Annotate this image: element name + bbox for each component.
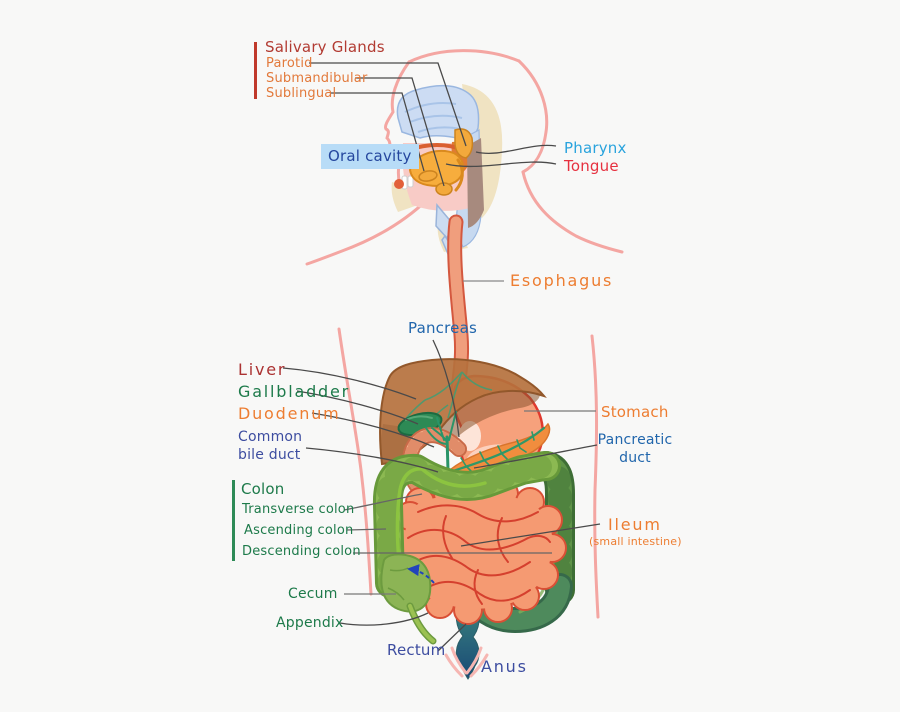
label-parotid: Parotid	[266, 56, 313, 71]
label-pharynx: Pharynx	[564, 139, 627, 157]
label-common-bile-duct: Common bile duct	[238, 429, 303, 463]
intestine-coil-lines	[407, 504, 551, 605]
label-gallbladder: Gallbladder	[238, 382, 351, 401]
label-esophagus: Esophagus	[510, 271, 614, 290]
label-transverse-colon: Transverse colon	[242, 502, 355, 517]
colon-frame-shape	[372, 451, 561, 606]
label-liver: Liver	[238, 360, 287, 379]
leader-lines	[282, 62, 601, 652]
appendix-line	[339, 612, 429, 626]
label-appendix: Appendix	[276, 615, 344, 631]
pharynx-shape	[467, 138, 484, 228]
transverse-colon-line	[343, 493, 423, 511]
common-bile-duct-line	[305, 447, 439, 473]
gallbladder-line	[296, 390, 419, 425]
liver-line	[282, 367, 417, 400]
label-pancreas: Pancreas	[408, 319, 477, 337]
label-anus: Anus	[481, 657, 528, 676]
cecum-shape	[380, 553, 437, 645]
label-small-intestine-note: (small intestine)	[589, 535, 682, 548]
label-ascending-colon: Ascending colon	[244, 523, 354, 538]
pancreas-shape	[442, 422, 551, 479]
ascending-colon-line	[346, 528, 387, 531]
label-rectum: Rectum	[387, 641, 446, 659]
parotid-line	[309, 62, 467, 147]
label-salivary-glands: Salivary Glands	[265, 38, 385, 56]
label-ileum: Ileum	[608, 515, 662, 534]
flow-arrow	[407, 564, 435, 584]
label-stomach: Stomach	[601, 403, 669, 421]
label-descending-colon: Descending colon	[242, 544, 361, 559]
duodenum-line	[311, 412, 435, 448]
submandibular-line	[355, 77, 445, 187]
label-tongue: Tongue	[564, 157, 619, 175]
appendix-shape	[406, 602, 437, 645]
label-duodenum: Duodenum	[238, 404, 341, 423]
label-oral-cavity: Oral cavity	[321, 144, 419, 169]
label-pancreatic-duct: Pancreatic duct	[597, 432, 673, 466]
pancreas-line	[432, 339, 460, 438]
pancreatic-duct-line	[473, 444, 598, 469]
label-submandibular: Submandibular	[266, 71, 368, 86]
pharynx-line	[475, 144, 557, 154]
ileum-line	[460, 523, 601, 547]
body-outline	[305, 49, 624, 619]
label-colon: Colon	[241, 480, 285, 498]
label-sublingual: Sublingual	[266, 86, 337, 101]
colon-group-bar	[232, 480, 235, 561]
salivary-glands-group-bar	[254, 42, 257, 99]
label-cecum: Cecum	[288, 586, 338, 602]
taenia-coli-line	[395, 467, 487, 606]
pancreatic-duct-shape	[448, 426, 546, 474]
tongue-line	[445, 161, 557, 168]
anus-marks	[444, 646, 489, 678]
rectum-line	[437, 623, 467, 652]
salivary-glands-shapes	[418, 128, 474, 196]
head-anatomy	[391, 84, 503, 255]
